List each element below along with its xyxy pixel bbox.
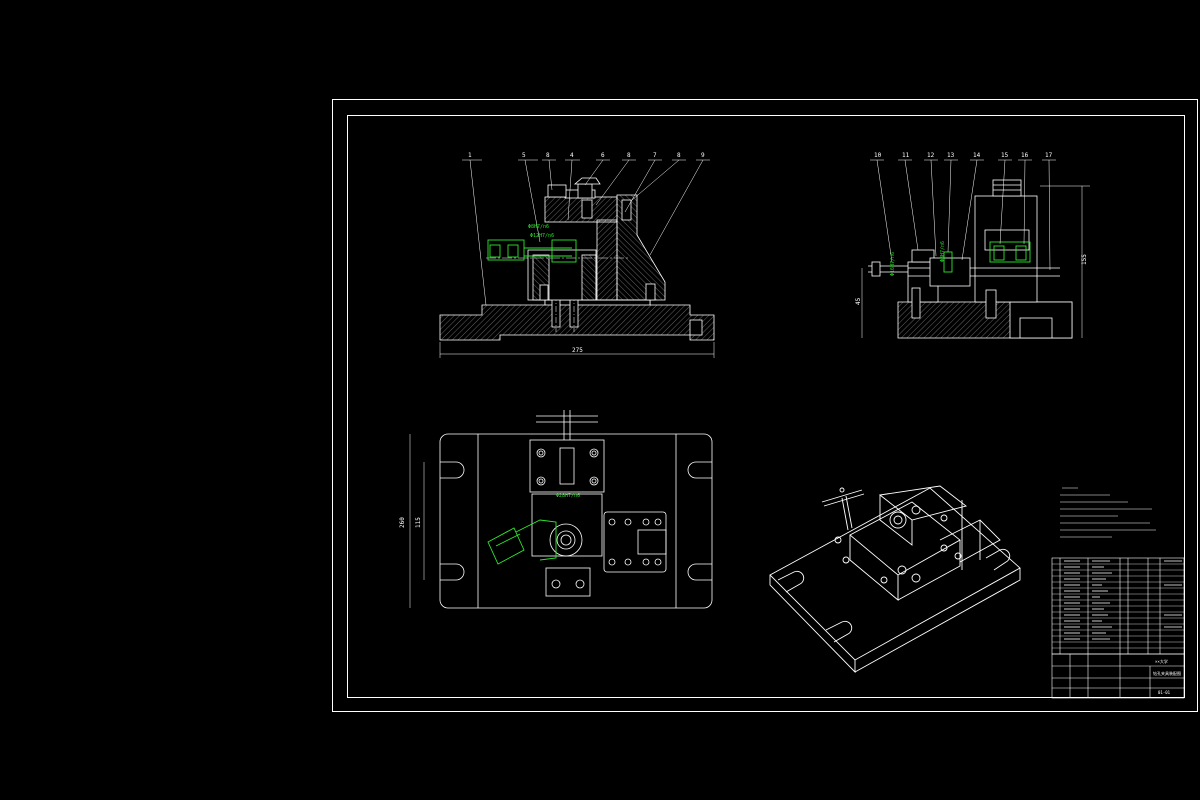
sheet-outer-border [332, 99, 1198, 712]
top-view-workpiece [487, 519, 557, 565]
title-school: ××大学 [1155, 658, 1168, 664]
side-view-leaders [870, 159, 1056, 271]
side-fit-1: Φ16H7/n6 [890, 252, 896, 276]
top-width-dim: 260 [399, 517, 406, 528]
balloon-11: 11 [902, 152, 910, 159]
balloon-4: 4 [570, 152, 574, 159]
top-view [409, 410, 713, 609]
balloon-15: 15 [1001, 152, 1009, 159]
front-view [439, 177, 715, 341]
fit-annotation-1: Φ8H7/n6 [528, 224, 549, 230]
top-view-texts: 260 115 Φ28H7/n6 [399, 493, 580, 528]
balloon-13: 13 [947, 152, 955, 159]
balloon-1: 1 [468, 152, 472, 159]
balloon-7: 7 [653, 152, 657, 159]
title-block-texts: ××大学 钻孔夹具装配图 01-01 [1153, 658, 1181, 695]
balloon-6: 6 [601, 152, 605, 159]
balloon-9: 9 [701, 152, 705, 159]
front-view-leaders [439, 159, 715, 358]
side-fit-2: Φ8H7/n6 [940, 241, 946, 262]
balloon-16: 16 [1021, 152, 1029, 159]
top-fit: Φ28H7/n6 [556, 493, 580, 499]
front-view-workpiece [487, 239, 577, 263]
balloon-14: 14 [973, 152, 981, 159]
title-drawing-name: 钻孔夹具装配图 [1153, 670, 1181, 676]
balloon-5: 5 [522, 152, 526, 159]
side-view [861, 179, 1090, 339]
front-view-balloon-texts: 1 5 8 4 6 8 7 8 9 275 Φ8H7/n6 Φ12H7/n6 [468, 152, 705, 354]
side-view-balloon-texts: 10 11 12 13 14 15 16 17 155 45 Φ16H7/n6 … [855, 152, 1088, 305]
side-left-dim: 45 [855, 297, 862, 305]
parts-list-table [1051, 557, 1185, 655]
sheet-inner-border [347, 115, 1185, 698]
top-inner-dim: 115 [415, 517, 422, 528]
balloon-17: 17 [1045, 152, 1053, 159]
balloon-8c: 8 [677, 152, 681, 159]
title-sheet-number: 01-01 [1158, 690, 1171, 695]
balloon-8a: 8 [546, 152, 550, 159]
isometric-view [769, 485, 1021, 674]
title-block [1051, 653, 1185, 699]
side-height-dim: 155 [1081, 254, 1088, 265]
front-overall-dim: 275 [572, 347, 583, 354]
balloon-10: 10 [874, 152, 882, 159]
balloon-12: 12 [927, 152, 935, 159]
balloon-8b: 8 [627, 152, 631, 159]
fit-annotation-2: Φ12H7/n6 [530, 233, 554, 239]
technical-notes [1060, 487, 1156, 538]
